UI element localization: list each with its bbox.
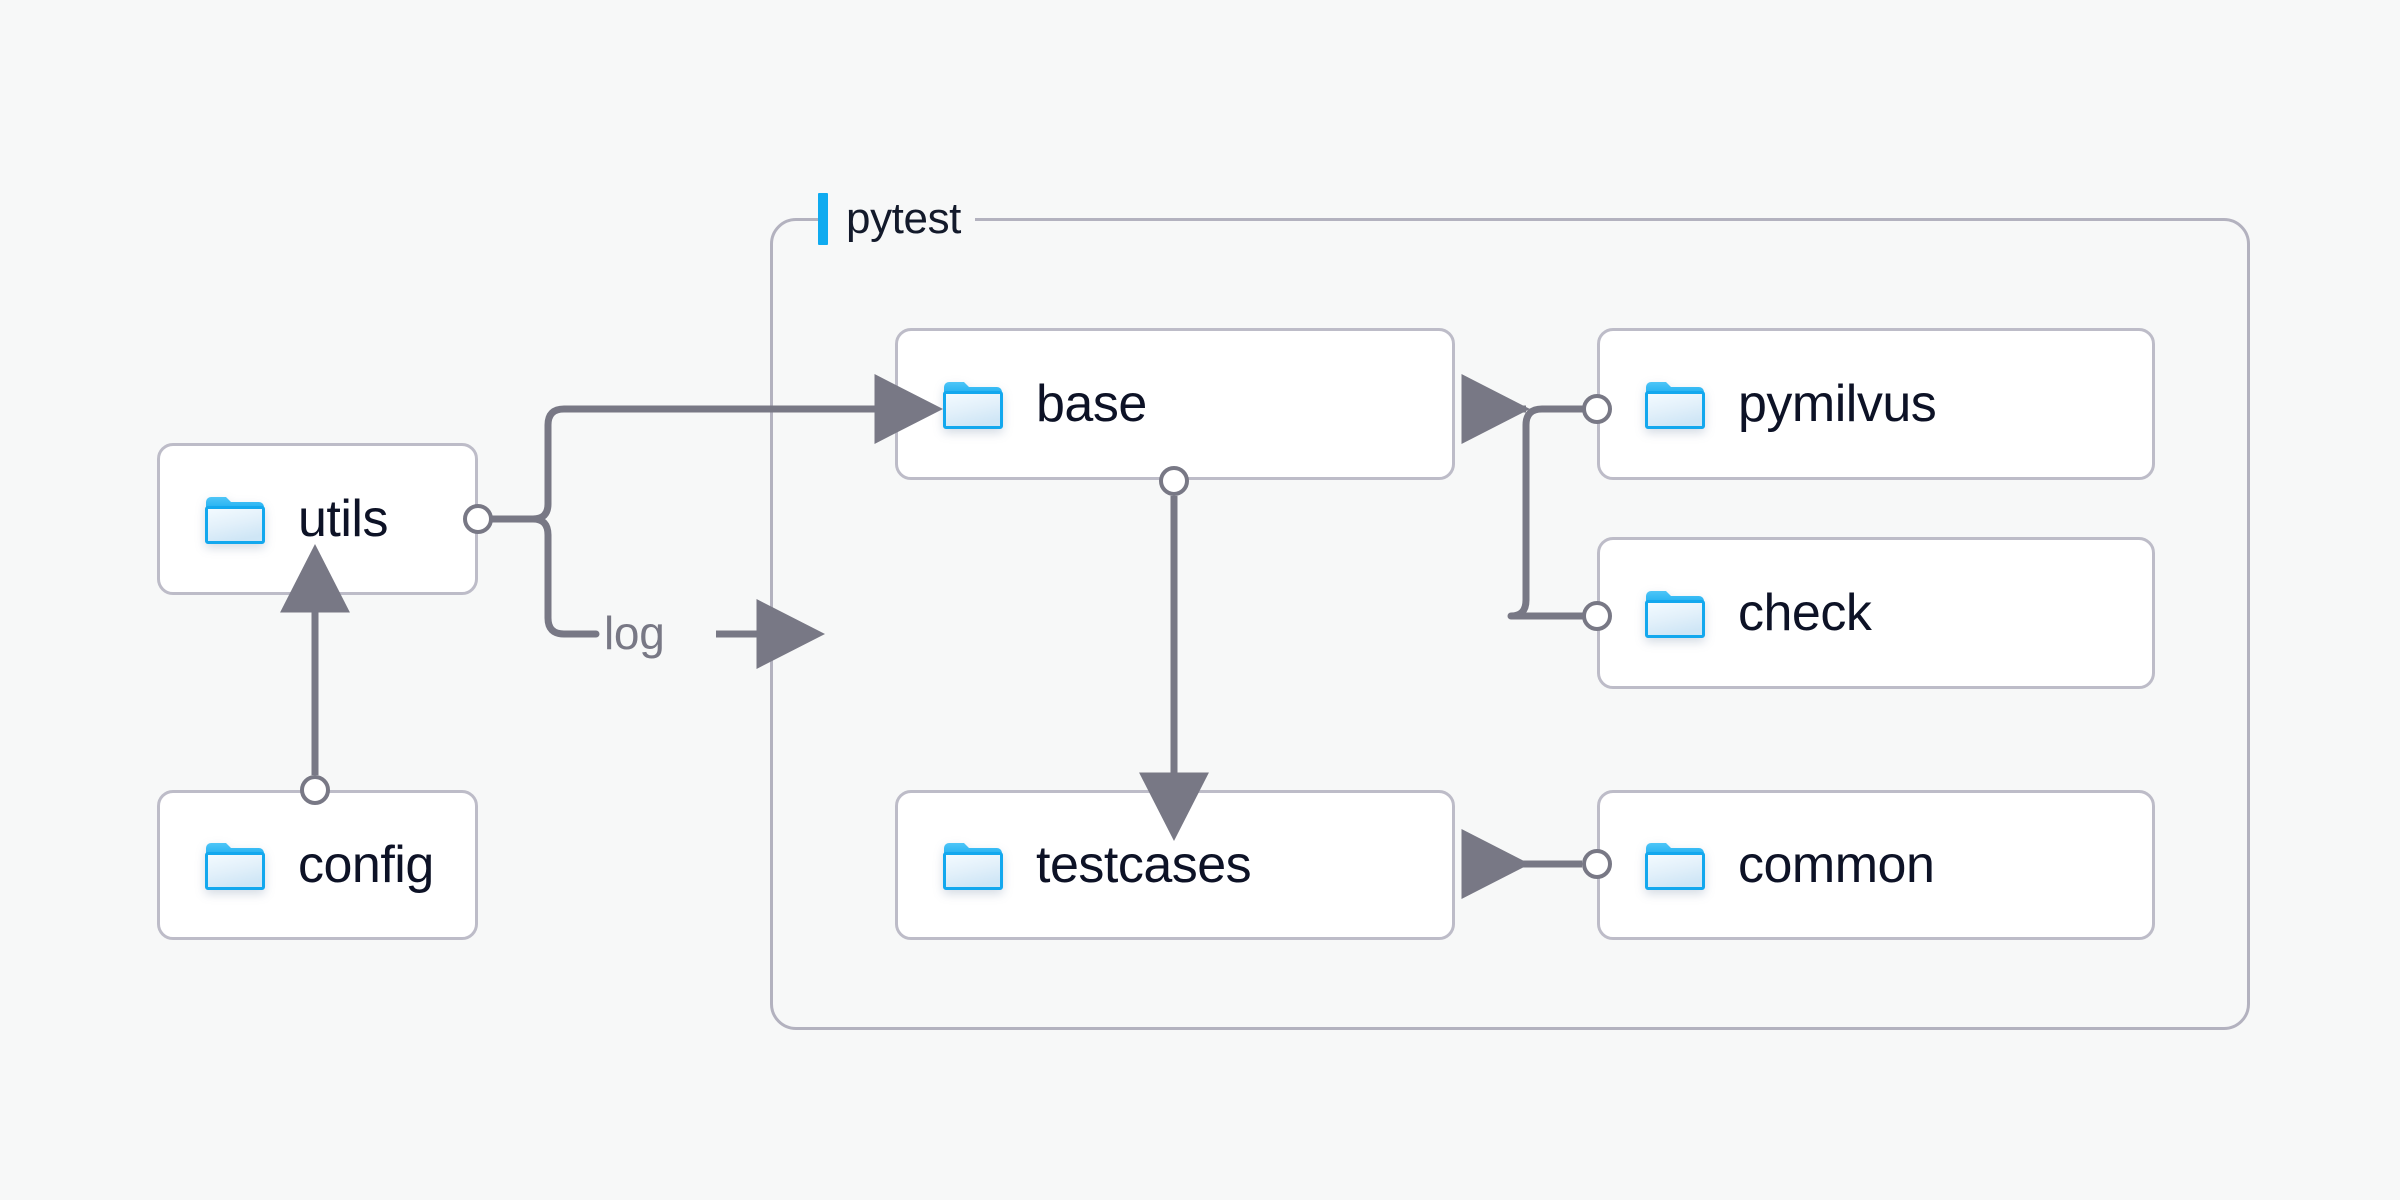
node-label-testcases: testcases: [1036, 836, 1252, 894]
node-label-config: config: [298, 836, 434, 894]
node-pymilvus[interactable]: pymilvus: [1597, 328, 2155, 480]
wire-utils-to-log: [489, 515, 600, 638]
node-utils[interactable]: utils: [157, 443, 478, 595]
group-title-text: pytest: [846, 194, 961, 243]
folder-icon: [942, 378, 1004, 430]
node-label-common: common: [1738, 836, 1935, 894]
port-common-left[interactable]: [1582, 849, 1612, 879]
node-label-pymilvus: pymilvus: [1738, 375, 1937, 433]
folder-icon: [1644, 839, 1706, 891]
folder-icon: [1644, 378, 1706, 430]
node-label-base: base: [1036, 375, 1147, 433]
port-utils-right[interactable]: [463, 504, 493, 534]
port-base-bottom[interactable]: [1159, 466, 1189, 496]
group-label-pytest: pytest: [818, 192, 975, 246]
vertical-bar-accent-icon: [818, 193, 828, 245]
node-base[interactable]: base: [895, 328, 1455, 480]
node-common[interactable]: common: [1597, 790, 2155, 940]
folder-icon: [942, 839, 1004, 891]
node-label-check: check: [1738, 584, 1872, 642]
node-testcases[interactable]: testcases: [895, 790, 1455, 940]
port-pymilvus-left[interactable]: [1582, 394, 1612, 424]
port-check-left[interactable]: [1582, 601, 1612, 631]
node-label-utils: utils: [298, 490, 388, 548]
folder-icon: [1644, 587, 1706, 639]
folder-icon: [204, 493, 266, 545]
folder-icon: [204, 839, 266, 891]
port-config-top[interactable]: [300, 775, 330, 805]
edge-label-log: log: [604, 607, 665, 659]
node-check[interactable]: check: [1597, 537, 2155, 689]
node-config[interactable]: config: [157, 790, 478, 940]
